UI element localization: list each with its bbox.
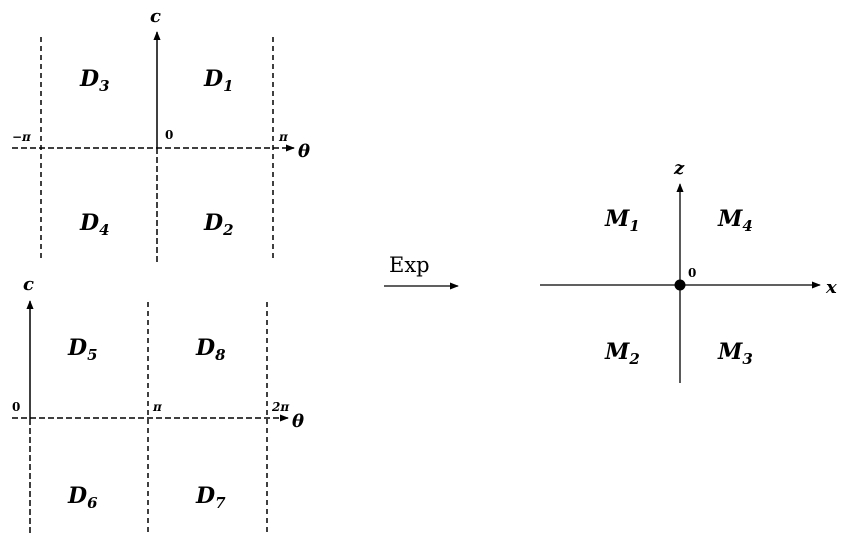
right-tick-zero: 0 <box>688 266 696 280</box>
top-tick-zero: 0 <box>165 128 173 142</box>
bottom-tick-pi: π <box>152 400 162 414</box>
right-panel: z x 0 M1 M4 M2 M3 <box>540 158 837 383</box>
region-label-m2: M2 <box>604 339 640 368</box>
region-label-d4: D4 <box>79 210 110 239</box>
bottom-tick-zero: 0 <box>12 400 20 414</box>
region-label-d6: D6 <box>67 483 98 512</box>
top-c-axis-label: c <box>150 6 161 27</box>
region-label-d8: D8 <box>195 335 226 364</box>
top-panel: c θ −π 0 π D3 D1 D4 D2 <box>12 6 310 262</box>
region-label-m3: M3 <box>717 339 753 368</box>
origin-point <box>674 279 686 291</box>
bottom-c-axis-label: c <box>23 274 34 295</box>
top-tick-pi: π <box>278 130 288 144</box>
region-label-d3: D3 <box>79 66 110 95</box>
bottom-panel: c θ 0 π 2π D5 D8 D6 D7 <box>12 274 304 533</box>
bottom-tick-two-pi: 2π <box>271 400 289 414</box>
right-x-axis-label: x <box>825 277 837 298</box>
region-label-d1: D1 <box>203 66 234 95</box>
top-theta-axis-label: θ <box>298 141 310 162</box>
exp-map: Exp <box>384 253 459 290</box>
region-label-d2: D2 <box>203 210 234 239</box>
right-z-axis-label: z <box>673 158 685 179</box>
region-label-m1: M1 <box>604 206 640 235</box>
bottom-theta-axis-label: θ <box>292 411 304 432</box>
region-label-m4: M4 <box>717 206 753 235</box>
exp-map-label: Exp <box>389 253 430 277</box>
region-label-d5: D5 <box>67 335 98 364</box>
top-tick-neg-pi: −π <box>12 130 31 144</box>
region-label-d7: D7 <box>195 483 226 512</box>
